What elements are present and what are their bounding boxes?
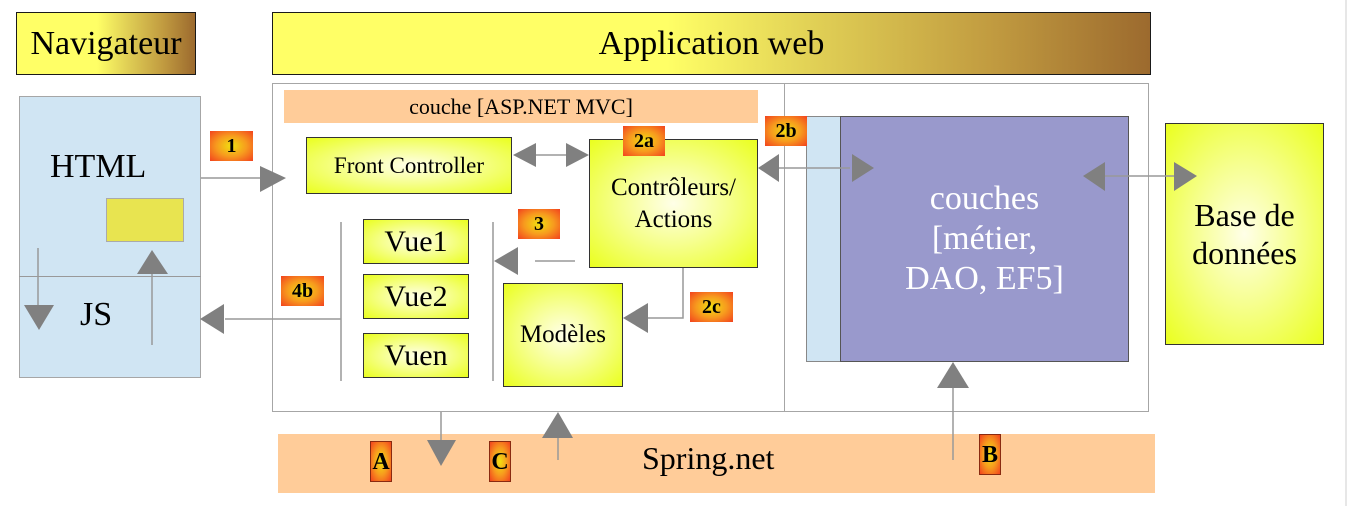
view-box-1: Vue1: [363, 219, 469, 264]
view-label-n: Vuen: [384, 338, 448, 372]
business-layer-box: couches [métier, DAO, EF5]: [840, 116, 1129, 362]
badge-step-2b-text: 2b: [775, 120, 797, 142]
database-box: Base de données: [1165, 123, 1324, 345]
badge-a-text: A: [372, 448, 390, 475]
arrowhead-step4b: [200, 304, 224, 334]
view-label-1: Vue1: [384, 224, 448, 258]
database-line-1: Base de: [1194, 196, 1295, 233]
badge-step-2c: 2c: [690, 292, 733, 322]
badge-step-2a: 2a: [623, 126, 665, 156]
front-controller-box: Front Controller: [306, 137, 512, 194]
controllers-actions-box: Contrôleurs/ Actions: [589, 139, 758, 268]
js-label: JS: [80, 296, 113, 333]
application-web-label: Application web: [598, 24, 825, 62]
business-interface-strip: [806, 116, 842, 362]
business-line-3: DAO, EF5]: [905, 260, 1064, 298]
front-controller-label: Front Controller: [333, 152, 485, 178]
models-box: Modèles: [503, 283, 623, 387]
badge-step-2b: 2b: [765, 116, 807, 146]
view-box-2: Vue2: [363, 274, 469, 319]
application-web-header: Application web: [272, 12, 1151, 75]
badge-step-3-text: 3: [534, 213, 544, 235]
badge-c-text: C: [491, 448, 509, 475]
mvc-layer-title-text: couche [ASP.NET MVC]: [409, 93, 633, 119]
view-label-2: Vue2: [384, 279, 448, 313]
business-line-1: couches: [929, 179, 1040, 217]
business-line-2: [métier,: [931, 219, 1038, 257]
browser-divider: [19, 276, 201, 277]
navigateur-label: Navigateur: [30, 24, 182, 62]
badge-step-3: 3: [518, 209, 560, 239]
controllers-label-line2: Actions: [634, 205, 713, 233]
database-line-2: données: [1192, 235, 1297, 271]
controllers-label-line1: Contrôleurs/: [611, 174, 736, 202]
badge-a: A: [370, 441, 392, 482]
badge-b: B: [979, 434, 1001, 475]
badge-step-2c-text: 2c: [702, 296, 721, 318]
badge-b-text: B: [981, 441, 998, 468]
navigateur-header: Navigateur: [16, 12, 196, 75]
application-container: [272, 83, 1149, 412]
models-label: Modèles: [519, 321, 607, 348]
spring-label: Spring.net: [642, 440, 775, 476]
badge-step-1-text: 1: [226, 135, 237, 157]
html-label: HTML: [50, 148, 147, 185]
spring-bar: [278, 434, 1155, 493]
html-element-box: [106, 198, 184, 242]
badge-c: C: [489, 441, 511, 482]
application-divider: [784, 83, 785, 412]
badge-step-2a-text: 2a: [634, 130, 654, 152]
view-box-n: Vuen: [363, 333, 469, 378]
badge-step-1: 1: [210, 131, 253, 161]
badge-step-4b-text: 4b: [291, 280, 314, 302]
mvc-layer-title: couche [ASP.NET MVC]: [284, 90, 758, 123]
badge-step-4b: 4b: [281, 276, 324, 306]
